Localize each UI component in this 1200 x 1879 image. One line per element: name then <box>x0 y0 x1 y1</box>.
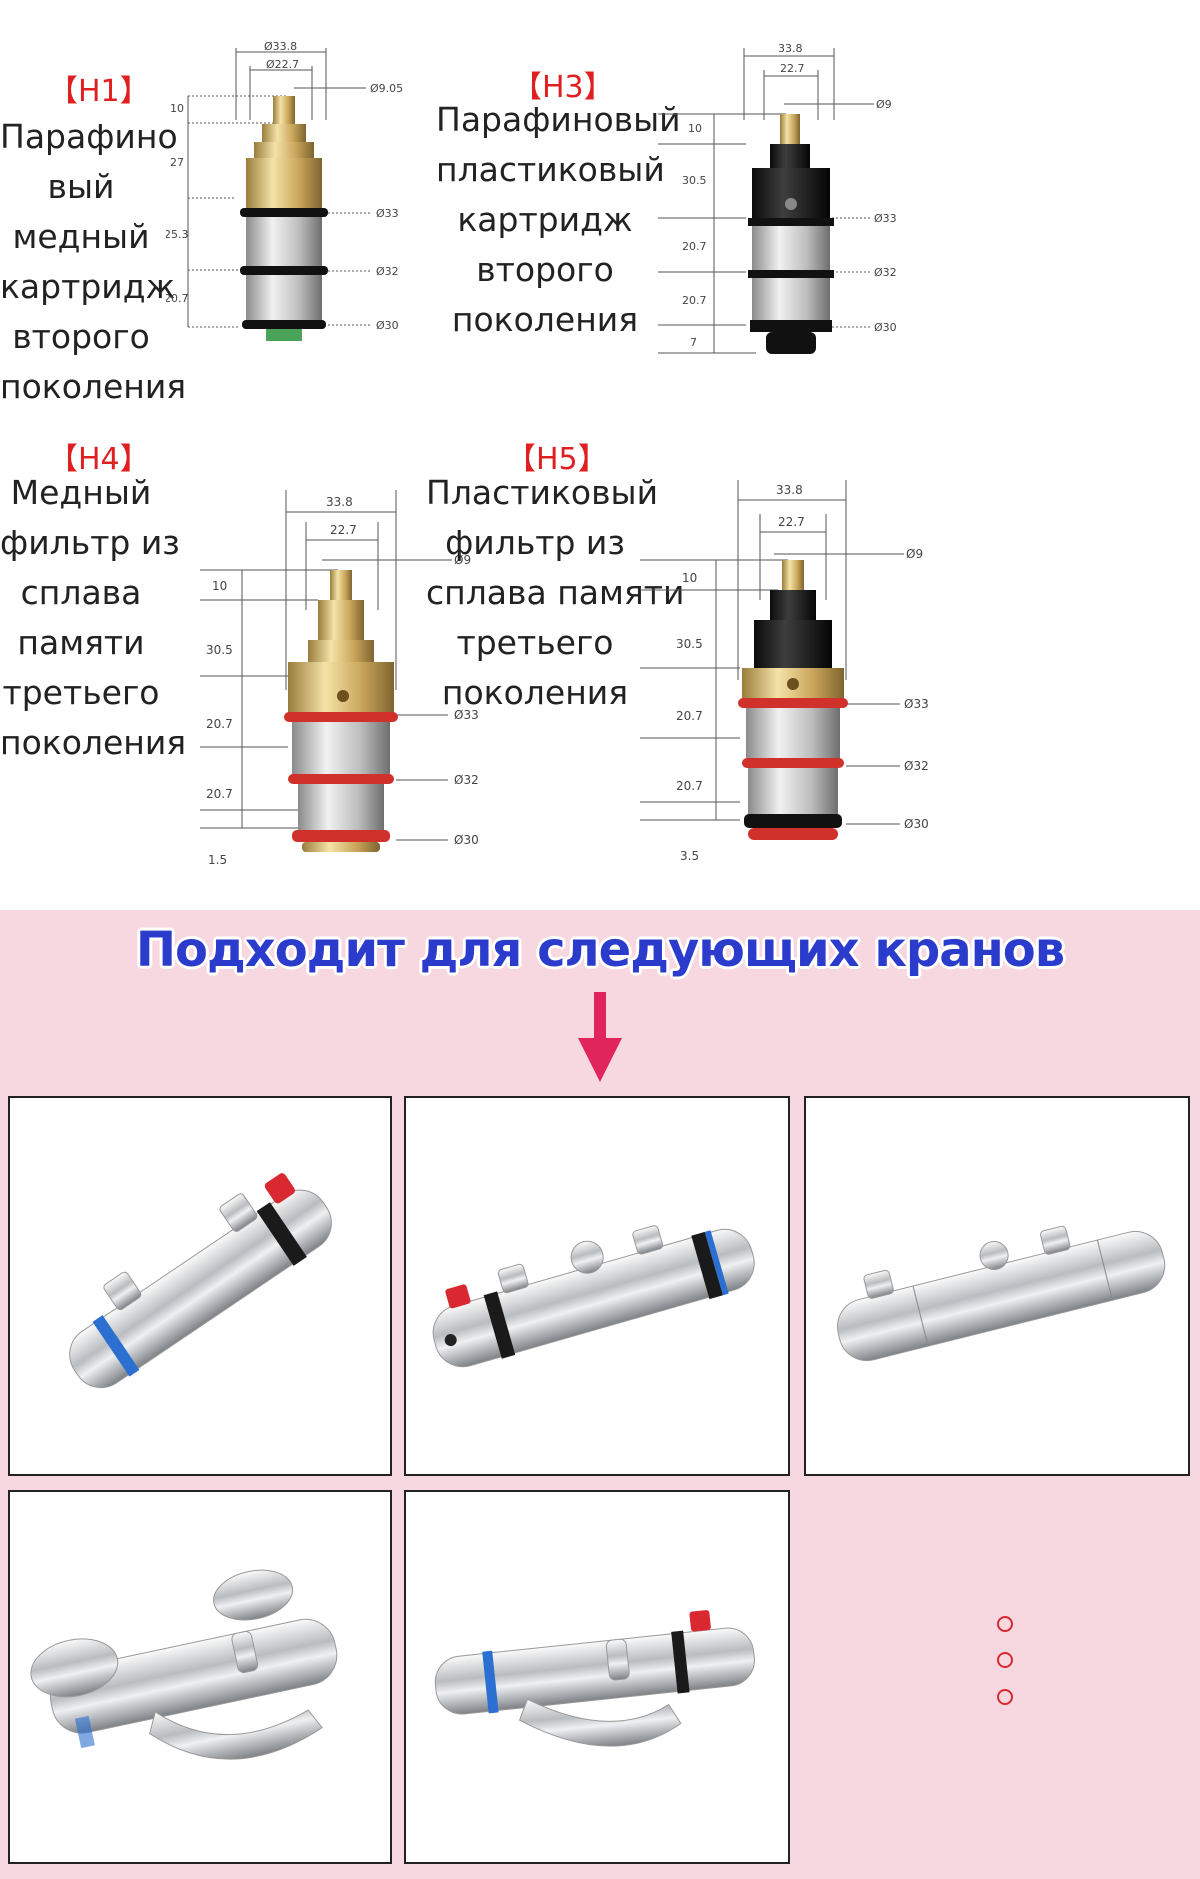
name-line: пластиковый <box>436 150 665 189</box>
name-line: сплава <box>20 573 142 612</box>
more-dots-icon <box>997 1616 1013 1705</box>
name-line: картридж <box>0 267 176 306</box>
bath-faucet-icon <box>30 1569 338 1760</box>
svg-text:33.8: 33.8 <box>778 42 803 55</box>
svg-text:Ø9: Ø9 <box>454 553 471 567</box>
cartridge-code-h5: 【H5】 <box>506 442 608 477</box>
down-arrow-icon <box>578 992 622 1082</box>
name-line: третьего <box>2 673 160 712</box>
svg-text:20.7: 20.7 <box>682 240 707 253</box>
svg-text:25.3: 25.3 <box>166 228 189 241</box>
svg-text:Ø30: Ø30 <box>904 817 929 831</box>
svg-text:22.7: 22.7 <box>330 523 357 537</box>
svg-text:Ø9.05: Ø9.05 <box>370 82 403 95</box>
svg-text:Ø33: Ø33 <box>904 697 929 711</box>
svg-text:Ø9: Ø9 <box>876 98 892 111</box>
cartridge-code-h4: 【H4】 <box>48 442 150 477</box>
svg-text:33.8: 33.8 <box>776 483 803 497</box>
svg-text:Ø32: Ø32 <box>454 773 479 787</box>
svg-text:33.8: 33.8 <box>326 495 353 509</box>
cartridge-specs-section: 【H1】 Парафино вый медный картридж второг… <box>0 0 1200 910</box>
svg-text:20.7: 20.7 <box>682 294 707 307</box>
faucet-image-1[interactable] <box>8 1096 392 1476</box>
cartridge-diagram-h1: Ø33.8 Ø22.7 Ø9.05 Ø33 Ø32 Ø30 10 27 25.3… <box>166 40 403 341</box>
shower-faucet-icon <box>432 1225 755 1368</box>
svg-text:20.7: 20.7 <box>206 787 233 801</box>
cartridge-diagram-h3: 33.8 22.7 Ø9 Ø33 Ø32 Ø30 10 30.5 20.7 20… <box>658 42 897 354</box>
shower-faucet-icon <box>69 1173 332 1389</box>
name-line: сплава памяти <box>426 573 685 612</box>
svg-text:Ø9: Ø9 <box>906 547 923 561</box>
svg-text:10: 10 <box>170 102 184 115</box>
name-line: Пластиковый <box>426 473 659 512</box>
svg-text:10: 10 <box>212 579 227 593</box>
svg-text:Ø30: Ø30 <box>874 321 897 334</box>
svg-text:20.7: 20.7 <box>166 292 189 305</box>
svg-text:20.7: 20.7 <box>206 717 233 731</box>
name-line: третьего <box>456 623 614 662</box>
svg-text:1.5: 1.5 <box>208 853 227 867</box>
svg-text:7: 7 <box>690 336 697 349</box>
cartridge-code-h3: 【H3】 <box>512 70 614 105</box>
name-line: медный <box>12 217 150 256</box>
svg-text:Ø32: Ø32 <box>376 265 399 278</box>
svg-text:30.5: 30.5 <box>676 637 703 651</box>
svg-text:30.5: 30.5 <box>206 643 233 657</box>
cartridge-code-h1: 【H1】 <box>48 74 150 109</box>
cartridge-diagram-h5: 33.8 22.7 Ø9 Ø33 Ø32 Ø30 10 30.5 20.7 20… <box>640 480 929 863</box>
svg-text:3.5: 3.5 <box>680 849 699 863</box>
svg-text:Ø33.8: Ø33.8 <box>264 40 297 53</box>
svg-text:Ø33: Ø33 <box>376 207 399 220</box>
cartridge-name-h5: Пластиковый фильтр из сплава памяти трет… <box>426 468 685 718</box>
cartridge-name-h1: Парафино вый медный картридж второго пок… <box>0 112 187 412</box>
svg-text:22.7: 22.7 <box>778 515 805 529</box>
name-line: картридж <box>457 200 633 239</box>
name-line: второго <box>476 250 614 289</box>
svg-text:27: 27 <box>170 156 184 169</box>
name-line: Парафино <box>0 117 178 156</box>
svg-text:Ø30: Ø30 <box>454 833 479 847</box>
svg-text:Ø33: Ø33 <box>874 212 897 225</box>
faucet-image-5[interactable] <box>404 1490 790 1864</box>
svg-text:30.5: 30.5 <box>682 174 707 187</box>
svg-text:Ø32: Ø32 <box>904 759 929 773</box>
faucet-image-2[interactable] <box>404 1096 790 1476</box>
cartridge-name-h4: Медный фильтр из сплава памяти третьего … <box>0 468 187 768</box>
faucet-image-4[interactable] <box>8 1490 392 1864</box>
svg-text:Ø33: Ø33 <box>454 708 479 722</box>
svg-text:22.7: 22.7 <box>780 62 805 75</box>
bath-faucet-icon <box>434 1610 755 1747</box>
name-line: памяти <box>17 623 145 662</box>
name-line: поколения <box>0 723 187 762</box>
svg-text:20.7: 20.7 <box>676 779 703 793</box>
svg-text:20.7: 20.7 <box>676 709 703 723</box>
compatibility-banner: Подходит для следующих кранов <box>135 922 1065 978</box>
name-line: поколения <box>0 367 187 406</box>
cartridge-diagram-h4: 33.8 22.7 Ø9 Ø33 Ø32 Ø30 10 30.5 20.7 20… <box>200 490 479 867</box>
name-line: второго <box>12 317 150 356</box>
faucet-image-3[interactable] <box>804 1096 1190 1476</box>
name-line: поколения <box>441 673 629 712</box>
svg-text:10: 10 <box>682 571 697 585</box>
svg-text:Ø32: Ø32 <box>874 266 897 279</box>
svg-text:Ø22.7: Ø22.7 <box>266 58 299 71</box>
name-line: фильтр из <box>445 523 625 562</box>
svg-text:Ø30: Ø30 <box>376 319 399 332</box>
name-line: Парафиновый <box>436 100 681 139</box>
name-line: вый <box>47 167 115 206</box>
name-line: Медный <box>10 473 152 512</box>
name-line: поколения <box>451 300 639 339</box>
name-line: фильтр из <box>0 523 180 562</box>
svg-text:10: 10 <box>688 122 702 135</box>
cartridge-name-h3: Парафиновый пластиковый картридж второго… <box>436 95 681 345</box>
shower-faucet-icon <box>836 1225 1166 1362</box>
